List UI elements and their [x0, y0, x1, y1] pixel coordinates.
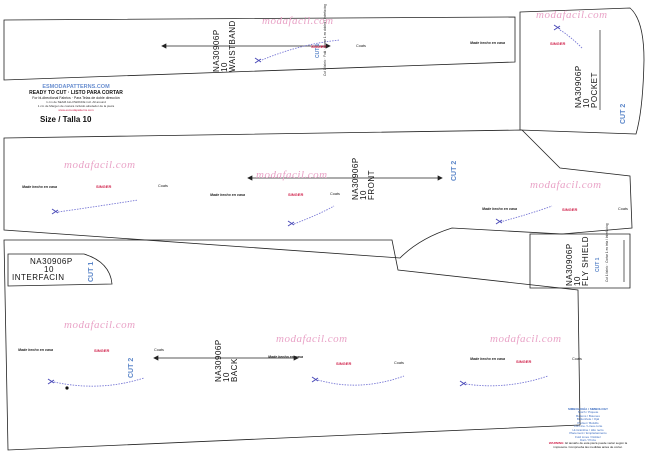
piece-code: NA30906P — [30, 257, 73, 266]
waistband-cut: CUT 1 — [315, 43, 321, 58]
interfacing-label: NA30906P 10 — [30, 258, 73, 274]
coats-logo: Coats — [394, 361, 404, 365]
piece-name: POCKET — [590, 72, 599, 108]
site-name: ESMODAPATTERNS.COM — [42, 84, 110, 90]
decor-stitches — [53, 29, 583, 387]
back-label: NA30906P 10 BACK — [214, 339, 239, 382]
singer-logo: SINGER — [516, 359, 532, 364]
legend-item: Buttonhole / Ojal — [576, 417, 600, 422]
watermark: modafacil.com — [64, 319, 136, 331]
brand-note: Made hecho en casa — [210, 193, 245, 197]
coats-logo: Coats — [154, 348, 164, 352]
interfacing-outline — [7, 253, 113, 287]
brand-note: Made hecho en casa — [470, 41, 505, 45]
waistband-outline — [3, 16, 516, 81]
coats-logo: Coats — [618, 207, 628, 211]
front-label: NA30906P 10 FRONT — [351, 157, 376, 200]
brand-note: Made hecho en casa — [22, 185, 57, 189]
scissors-icons — [47, 24, 561, 387]
singer-logo: SINGER — [288, 192, 304, 197]
brand-note: Made hecho en casa — [470, 357, 505, 361]
size-label: Size / Talla 10 — [40, 115, 92, 124]
coats-logo: Coats — [356, 44, 366, 48]
fly-shield-cut-note: Cut 1 fabric · Cortar 1 en tela / Interf… — [605, 223, 609, 282]
brand-note: Made hecho en casa — [268, 355, 303, 359]
legend-item: Hi-Grainline / Hilo recto — [572, 427, 604, 432]
legend-item: Notch / Piquete — [577, 410, 599, 415]
symbol-legend: SIMBOLOGÍA / SIMBOLOGY Notch / Piquete B… — [548, 407, 628, 449]
watermark: modafacil.com — [536, 9, 608, 21]
pocket-cut: CUT 2 — [620, 103, 627, 124]
singer-logo: SINGER — [94, 348, 110, 353]
header-link: www.esmodapatterns.com — [58, 108, 94, 112]
header-line-2: 1 cm de Margen de costura incluido alred… — [37, 104, 115, 108]
coats-logo: Coats — [158, 184, 168, 188]
legend-item: Fold Lines / Doblez — [575, 434, 601, 439]
fly-shield-outline — [529, 233, 631, 289]
piece-name: BACK — [230, 358, 239, 382]
pocket-outline — [519, 7, 645, 135]
header-subtitle: For bi-directional Fabrics · Para Telas … — [32, 96, 120, 100]
waistband-label: NA30906P 10 WAISTBAND — [212, 20, 237, 72]
watermark: modafacil.com — [256, 169, 328, 181]
legend-item: Cut Line / Linea corte — [573, 424, 603, 429]
header-title: READY TO CUT · LISTO PARA CORTAR — [29, 90, 123, 96]
fly-shield-cut: CUT 1 — [595, 257, 601, 272]
watermark: modafacil.com — [262, 15, 334, 27]
legend-item: Buttons / Botones — [576, 413, 600, 418]
pocket-label: NA30906P 10 POCKET — [574, 65, 599, 108]
watermark: modafacil.com — [64, 159, 136, 171]
interfacing-name: INTERFACIN — [12, 273, 65, 282]
piece-name: FLY SHIELD — [581, 235, 590, 286]
legend-item: Pocket / Bolsillo — [577, 420, 599, 425]
pattern-header: ESMODAPATTERNS.COM READY TO CUT · LISTO … — [6, 84, 146, 112]
watermark: modafacil.com — [490, 333, 562, 345]
brand-note: Made hecho en casa — [18, 348, 53, 352]
watermark: modafacil.com — [530, 179, 602, 191]
legend-title: SIMBOLOGÍA / SIMBOLOGY — [567, 407, 609, 411]
piece-size: 10 — [44, 265, 54, 274]
front-outline — [3, 129, 633, 259]
marker-dot — [65, 386, 69, 390]
piece-name: FRONT — [367, 169, 376, 200]
singer-logo: SINGER — [96, 184, 112, 189]
front-cut: CUT 2 — [451, 160, 458, 181]
back-outline — [3, 239, 581, 451]
legend-warning-label: WARNING: — [548, 441, 565, 446]
waistband-cut-note: Cut 1 fabric · Fold · Cortar 1 en doblez… — [323, 4, 327, 76]
singer-logo: SINGER — [550, 41, 566, 46]
coats-logo: Coats — [330, 192, 340, 196]
singer-logo: SINGER — [336, 361, 352, 366]
singer-logo: SINGER — [311, 44, 327, 49]
watermark: modafacil.com — [276, 333, 348, 345]
legend-item: Placement / Emplazamiento — [569, 431, 607, 436]
brand-note: Made hecho en casa — [482, 207, 517, 211]
legend-warning-text: El tamaño de esta pieza puede variar seg… — [553, 441, 628, 449]
back-cut: CUT 2 — [128, 357, 135, 378]
header-line-1: 1 cm de SEAM ALLOWANCE incl. All around — [46, 100, 106, 104]
interfacing-cut: CUT 1 — [88, 261, 95, 282]
coats-logo: Coats — [572, 357, 582, 361]
singer-logo: SINGER — [562, 207, 578, 212]
fly-shield-label: NA30906P 10 FLY SHIELD — [565, 235, 590, 286]
legend-item: Dart / Pinza — [580, 437, 596, 442]
piece-name: WAISTBAND — [228, 20, 237, 72]
